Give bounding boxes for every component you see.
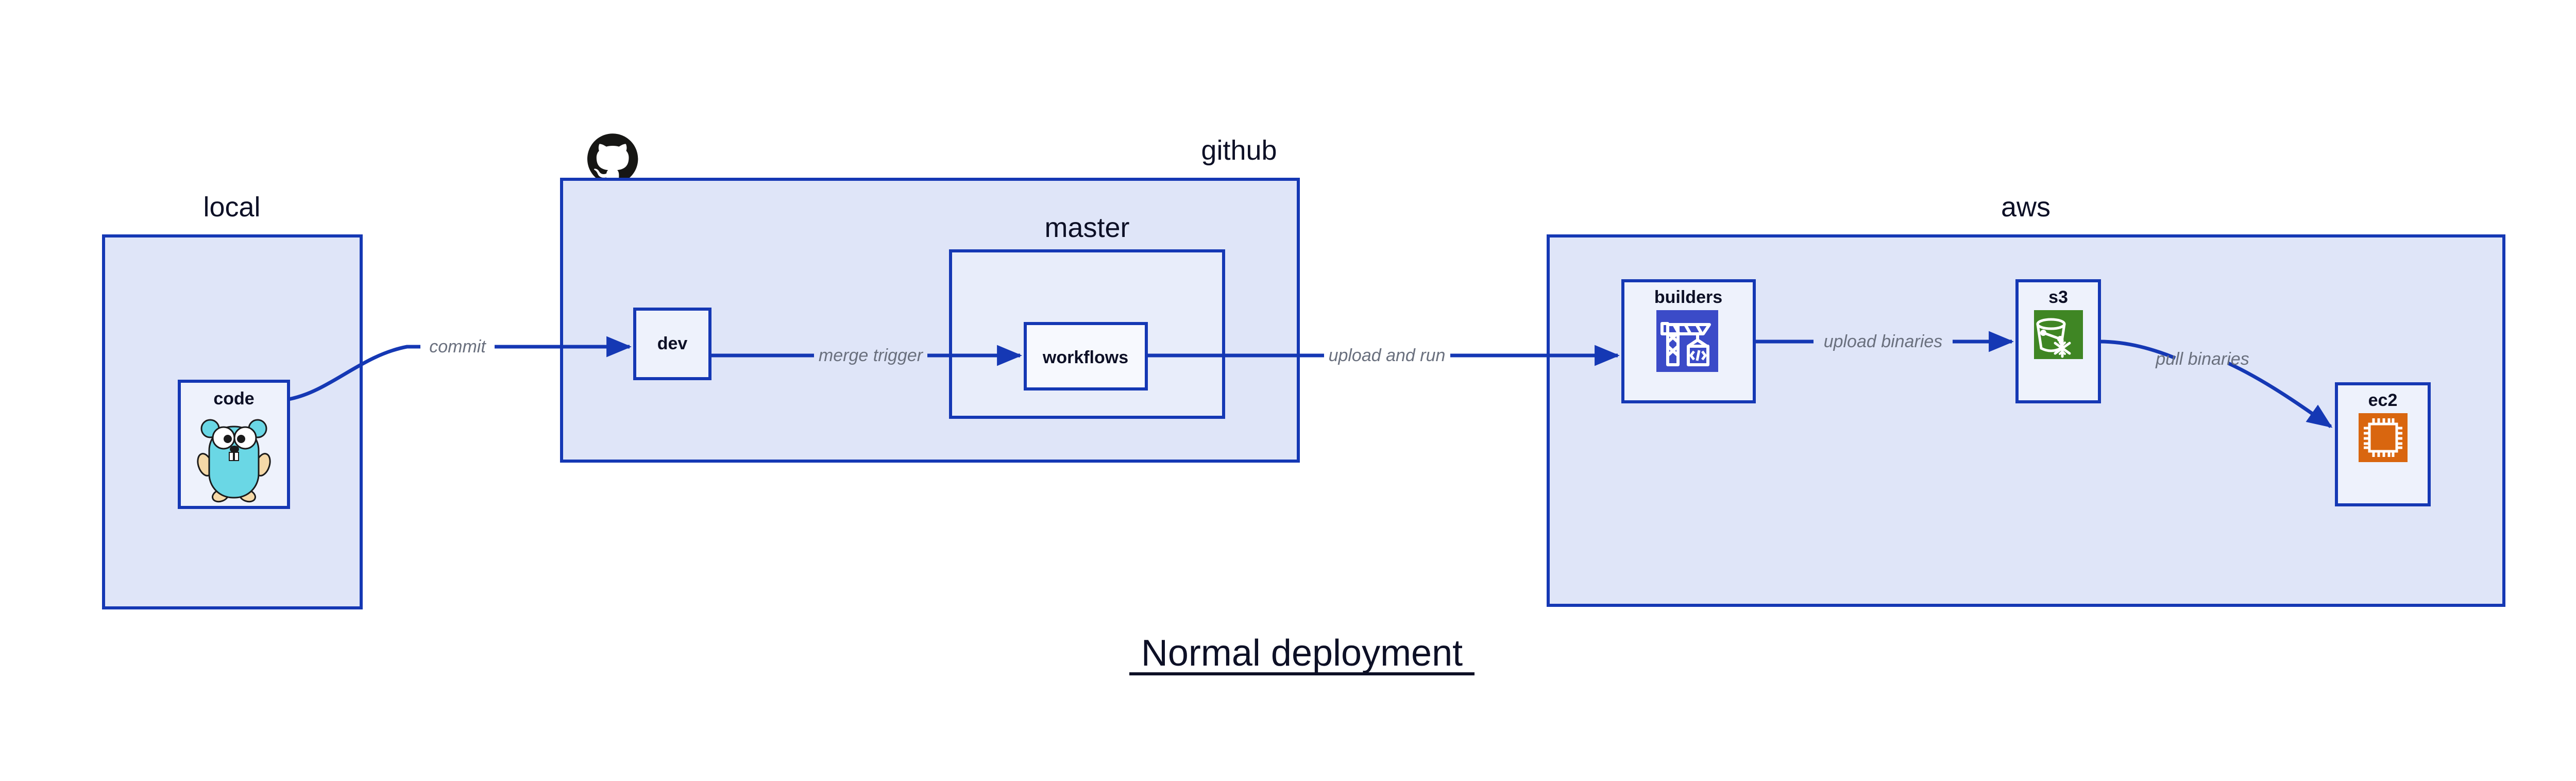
node-builders[interactable]: builders (1621, 279, 1756, 403)
node-s3[interactable]: s3 (2015, 279, 2101, 403)
node-builders-label: builders (1654, 287, 1722, 307)
diagram-title: Normal deployment (1129, 633, 1475, 675)
edge-upload-and-run-label: upload and run (1329, 346, 1446, 365)
go-gopher-icon (197, 419, 271, 503)
edge-commit-label: commit (429, 337, 486, 356)
edge-pull-binaries: pull binaries (2099, 339, 2333, 428)
node-workflows-box[interactable] (1024, 322, 1148, 390)
node-ec2-label: ec2 (2368, 390, 2398, 410)
subgroup-master-label: master (1044, 212, 1129, 243)
group-local: local code (102, 192, 363, 609)
aws-codebuild-icon (1656, 310, 1718, 372)
edge-pull-binaries-label: pull binaries (2155, 349, 2249, 369)
subgroup-master: master workflows (949, 212, 1225, 419)
node-code-label: code (213, 389, 254, 409)
group-github-label: github (1201, 135, 1277, 166)
node-dev-label: dev (657, 334, 688, 353)
edge-upload-binaries: upload binaries (1754, 331, 2014, 352)
group-github: github dev master workflows (560, 133, 1300, 463)
edge-commit: commit (288, 336, 632, 401)
diagram-title-text: Normal deployment (1141, 633, 1463, 674)
group-local-label: local (203, 192, 260, 223)
edge-merge-trigger: merge trigger (710, 345, 1023, 366)
node-ec2[interactable]: ec2 (2335, 382, 2431, 506)
node-dev-box[interactable] (633, 308, 711, 380)
github-logo-icon (587, 133, 638, 183)
aws-s3-glacier-icon (2034, 310, 2083, 359)
node-workflows-label: workflows (1042, 348, 1128, 367)
node-s3-label: s3 (2048, 287, 2068, 307)
edge-upload-and-run: upload and run (1146, 345, 1620, 366)
node-workflows[interactable]: workflows (1024, 322, 1148, 390)
group-aws-label: aws (2001, 192, 2050, 223)
aws-ec2-icon (2359, 413, 2408, 462)
edge-merge-trigger-label: merge trigger (819, 346, 924, 365)
node-code[interactable]: code (178, 380, 290, 509)
edge-upload-binaries-label: upload binaries (1824, 332, 1943, 351)
group-aws: aws builders (1547, 192, 2505, 607)
node-dev[interactable]: dev (633, 308, 711, 380)
